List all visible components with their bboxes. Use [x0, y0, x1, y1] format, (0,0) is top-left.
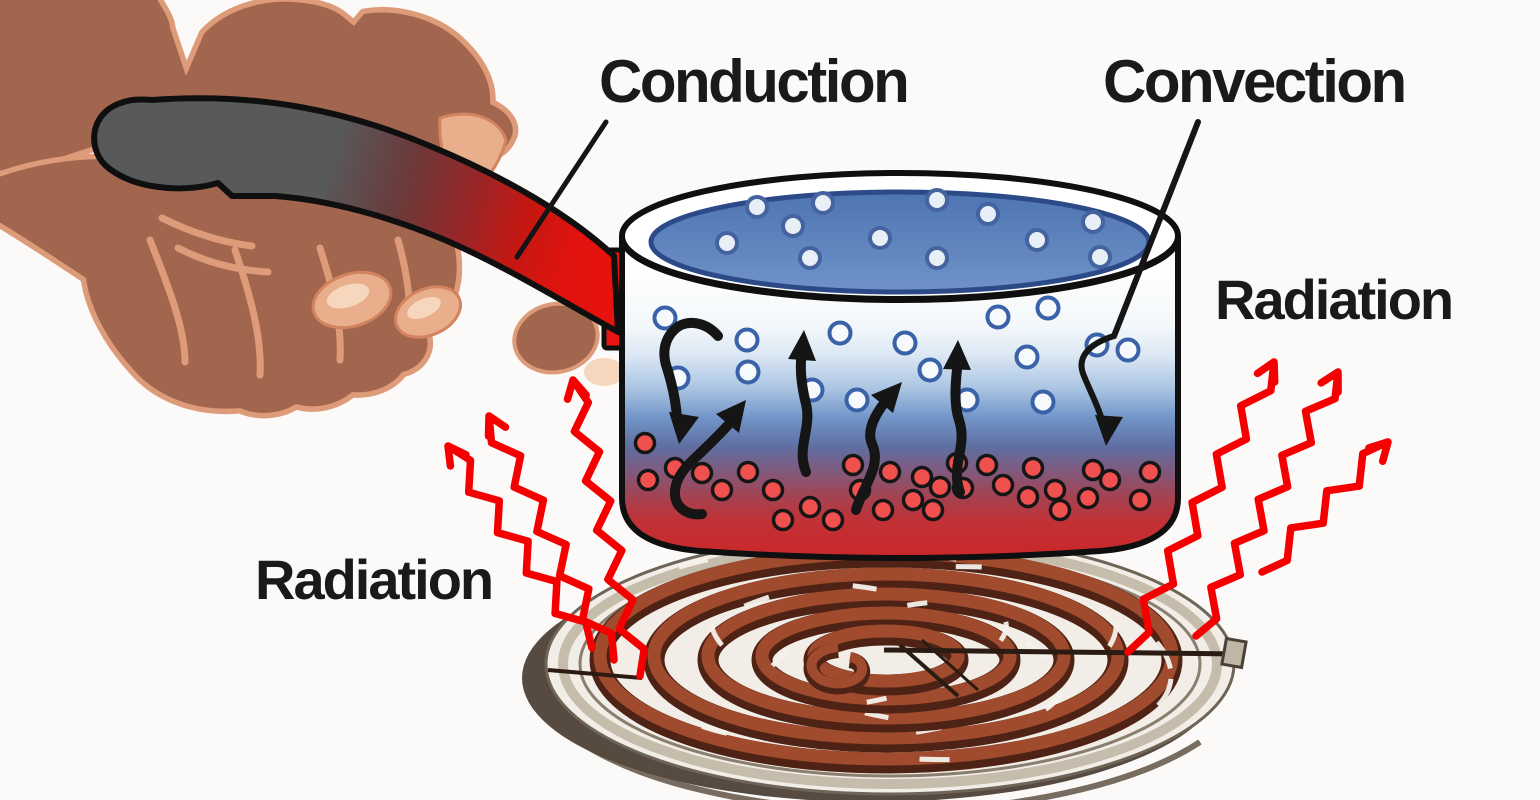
hot-water-particle	[710, 478, 734, 502]
burner-wire	[898, 643, 960, 698]
pan-handle	[91, 95, 621, 335]
hot-water-particle	[1043, 478, 1067, 502]
burner-wire	[921, 638, 979, 692]
hot-water-particle	[1016, 485, 1040, 509]
hot-water-particle	[921, 498, 945, 522]
hot-water-particle	[633, 431, 657, 455]
radiation-wave-arrows	[444, 358, 1392, 680]
hot-water-particle	[1128, 488, 1152, 512]
radiation-arrow-right	[1124, 358, 1279, 656]
water-surface-bubble	[1088, 245, 1112, 269]
hot-water-particles	[633, 431, 1162, 532]
palm-crease	[174, 244, 272, 276]
radiation-label-left: Radiation	[255, 548, 494, 611]
hot-water-particle	[975, 453, 999, 477]
palm-crease	[158, 214, 256, 250]
hot-water-particle	[798, 495, 822, 519]
cool-water-bubble	[1014, 344, 1040, 370]
hot-water-particle	[1098, 468, 1122, 492]
fingertip-shine	[584, 358, 624, 386]
hot-water-particle	[1081, 458, 1105, 482]
hot-water-particle	[878, 460, 902, 484]
convection-arrow-down	[659, 317, 723, 444]
burner-crossbar-right	[883, 647, 1241, 657]
radiation-arrow-right	[1258, 438, 1392, 576]
radiation-arrow-left	[563, 376, 648, 680]
water-surface-bubble	[1025, 228, 1049, 252]
cool-water-bubble	[734, 327, 760, 353]
hot-water-particle	[761, 478, 785, 502]
convection-arrow-up-diagonal	[851, 382, 902, 515]
convection-arrow-up	[788, 330, 816, 477]
convection-label: Convection	[1103, 48, 1407, 115]
radiation-arrow-right	[1192, 368, 1342, 640]
water-surface-bubble	[925, 188, 949, 212]
cool-water-bubbles	[652, 295, 1141, 415]
convection-arrow-up-hook	[669, 400, 746, 520]
cool-water-bubble	[844, 387, 870, 413]
hot-water-particle	[991, 473, 1015, 497]
cool-water-bubble	[1035, 295, 1061, 321]
pointer-lines	[514, 119, 1201, 446]
convection-current-arrows	[659, 317, 971, 520]
cool-water-bubble	[892, 330, 918, 356]
hot-water-particle	[1021, 456, 1045, 480]
hot-water-particle	[636, 468, 660, 492]
stove-burner	[522, 532, 1248, 800]
cool-water-bubble	[917, 357, 943, 383]
water-surface-bubble	[715, 231, 739, 255]
finger-crease	[146, 236, 189, 366]
hot-water-particle	[771, 508, 795, 532]
cool-water-bubble	[735, 359, 761, 385]
cool-water-bubble	[1030, 389, 1056, 415]
burner-bottom-rim	[578, 739, 1202, 800]
water-surface-bubble	[976, 202, 1000, 226]
convection-pointer-arrow	[1078, 119, 1201, 446]
burner-crossbar-left	[547, 668, 643, 680]
conduction-pointer-line	[514, 119, 609, 260]
fingertip-by-pot	[512, 301, 600, 375]
water-surface-bubble	[868, 226, 892, 250]
water-surface-bubble	[745, 195, 769, 219]
water-surface-bubble	[925, 246, 949, 270]
hot-water-particle	[1138, 460, 1162, 484]
hot-water-particle	[901, 488, 925, 512]
hot-water-particle	[871, 498, 895, 522]
water-surface-bubble	[798, 246, 822, 270]
cool-water-bubble	[1115, 337, 1141, 363]
conduction-label: Conduction	[599, 48, 910, 115]
water-surface-bubbles	[715, 188, 1112, 270]
hot-water-particle	[928, 475, 952, 499]
fingertip-shine	[326, 283, 370, 309]
hot-water-particle	[1048, 498, 1072, 522]
fingertip-shine	[407, 296, 441, 320]
hot-water-particle	[821, 508, 845, 532]
burner-coil	[589, 545, 1183, 774]
cool-water-bubble	[985, 304, 1011, 330]
water-surface-bubble	[1081, 210, 1105, 234]
radiation-arrow-left	[444, 442, 596, 652]
water-surface-bubble	[811, 191, 835, 215]
cool-water-bubble	[827, 320, 853, 346]
hot-water-particle	[910, 465, 934, 489]
radiation-label-right: Radiation	[1215, 268, 1454, 331]
pot-of-water	[619, 170, 1181, 561]
hot-water-particle	[690, 461, 714, 485]
hot-water-particle	[841, 453, 865, 477]
hot-water-particle	[1076, 486, 1100, 510]
cool-water-bubble	[652, 305, 678, 331]
convection-arrow-up-right	[943, 340, 971, 497]
coil-center-curl	[806, 642, 868, 689]
burner-terminal	[1220, 636, 1248, 670]
hot-water-particle	[736, 460, 760, 484]
water-surface-bubble	[781, 214, 805, 238]
